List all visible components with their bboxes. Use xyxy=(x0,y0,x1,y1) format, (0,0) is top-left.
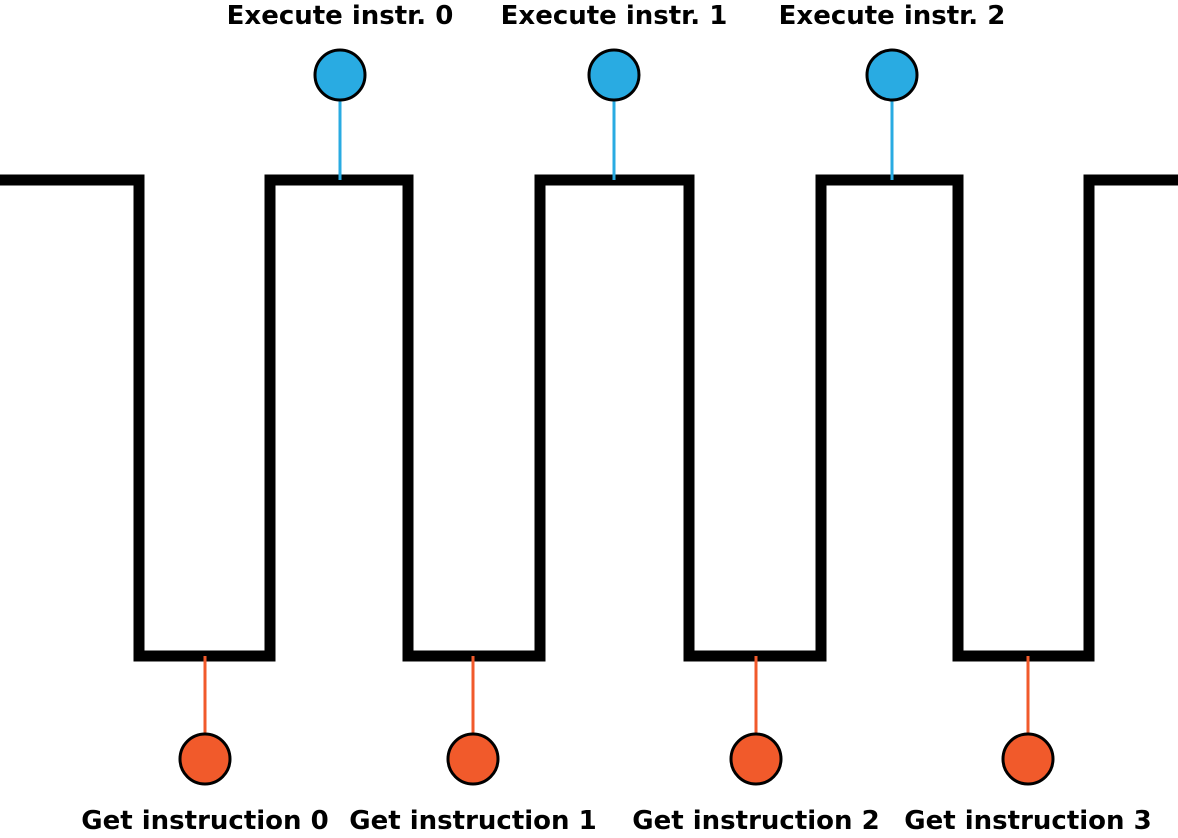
execute-marker-1: Execute instr. 1 xyxy=(501,1,728,180)
clock-signal-waveform xyxy=(0,174,1178,662)
fetch-marker-1: Get instruction 1 xyxy=(349,656,597,836)
execute-label-1: Execute instr. 1 xyxy=(501,1,728,31)
fetch-label-1: Get instruction 1 xyxy=(349,806,596,836)
fetch-marker-2: Get instruction 2 xyxy=(632,656,880,836)
fetch-marker-icon xyxy=(446,732,500,786)
fetch-label-0: Get instruction 0 xyxy=(81,806,328,836)
fetch-marker-3: Get instruction 3 xyxy=(904,656,1152,836)
fetch-marker-icon xyxy=(729,732,783,786)
execute-label-2: Execute instr. 2 xyxy=(779,1,1006,31)
execute-marker-icon xyxy=(865,48,919,102)
fetch-label-3: Get instruction 3 xyxy=(904,806,1151,836)
fetch-label-2: Get instruction 2 xyxy=(632,806,879,836)
execute-marker-0: Execute instr. 0 xyxy=(227,1,454,180)
execute-marker-icon xyxy=(313,48,367,102)
execute-label-0: Execute instr. 0 xyxy=(227,1,454,31)
execute-marker-2: Execute instr. 2 xyxy=(779,1,1006,180)
fetch-marker-icon xyxy=(178,732,232,786)
execute-marker-icon xyxy=(587,48,641,102)
fetch-marker-0: Get instruction 0 xyxy=(81,656,329,836)
fetch-marker-icon xyxy=(1001,732,1055,786)
